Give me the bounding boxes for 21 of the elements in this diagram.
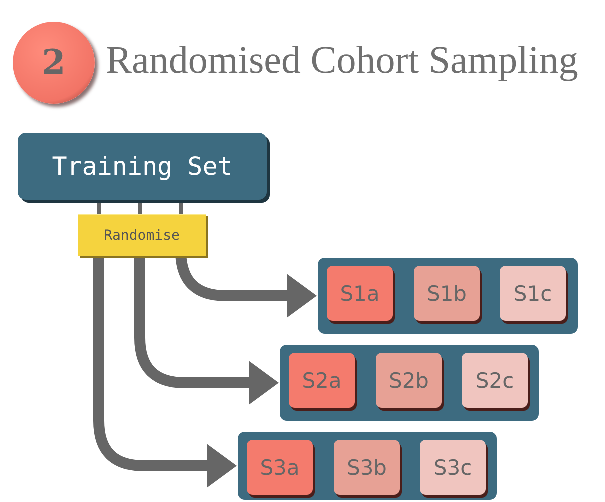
sample-box: S3c	[420, 440, 486, 495]
sample-box: S2b	[376, 353, 442, 408]
process-box: Randomise	[78, 214, 206, 256]
group-panel	[238, 432, 497, 500]
arrow	[94, 256, 237, 488]
sample-box: S3a	[247, 440, 313, 495]
process-box: Training Set	[18, 133, 267, 200]
sample-box: S2a	[289, 353, 355, 408]
connector-line	[97, 200, 101, 214]
arrow	[134, 256, 279, 405]
group-panel	[280, 345, 539, 421]
sample-box: S3b	[334, 440, 400, 495]
sample-box: S1b	[414, 266, 480, 321]
sample-box: S1c	[500, 266, 566, 321]
connector-line	[179, 200, 183, 214]
sample-box: S1a	[327, 266, 393, 321]
sample-box: S2c	[462, 353, 528, 408]
connector-line	[138, 200, 142, 214]
number-badge: 2	[13, 22, 95, 104]
title: Randomised Cohort Sampling	[106, 38, 578, 83]
group-panel	[318, 258, 578, 334]
